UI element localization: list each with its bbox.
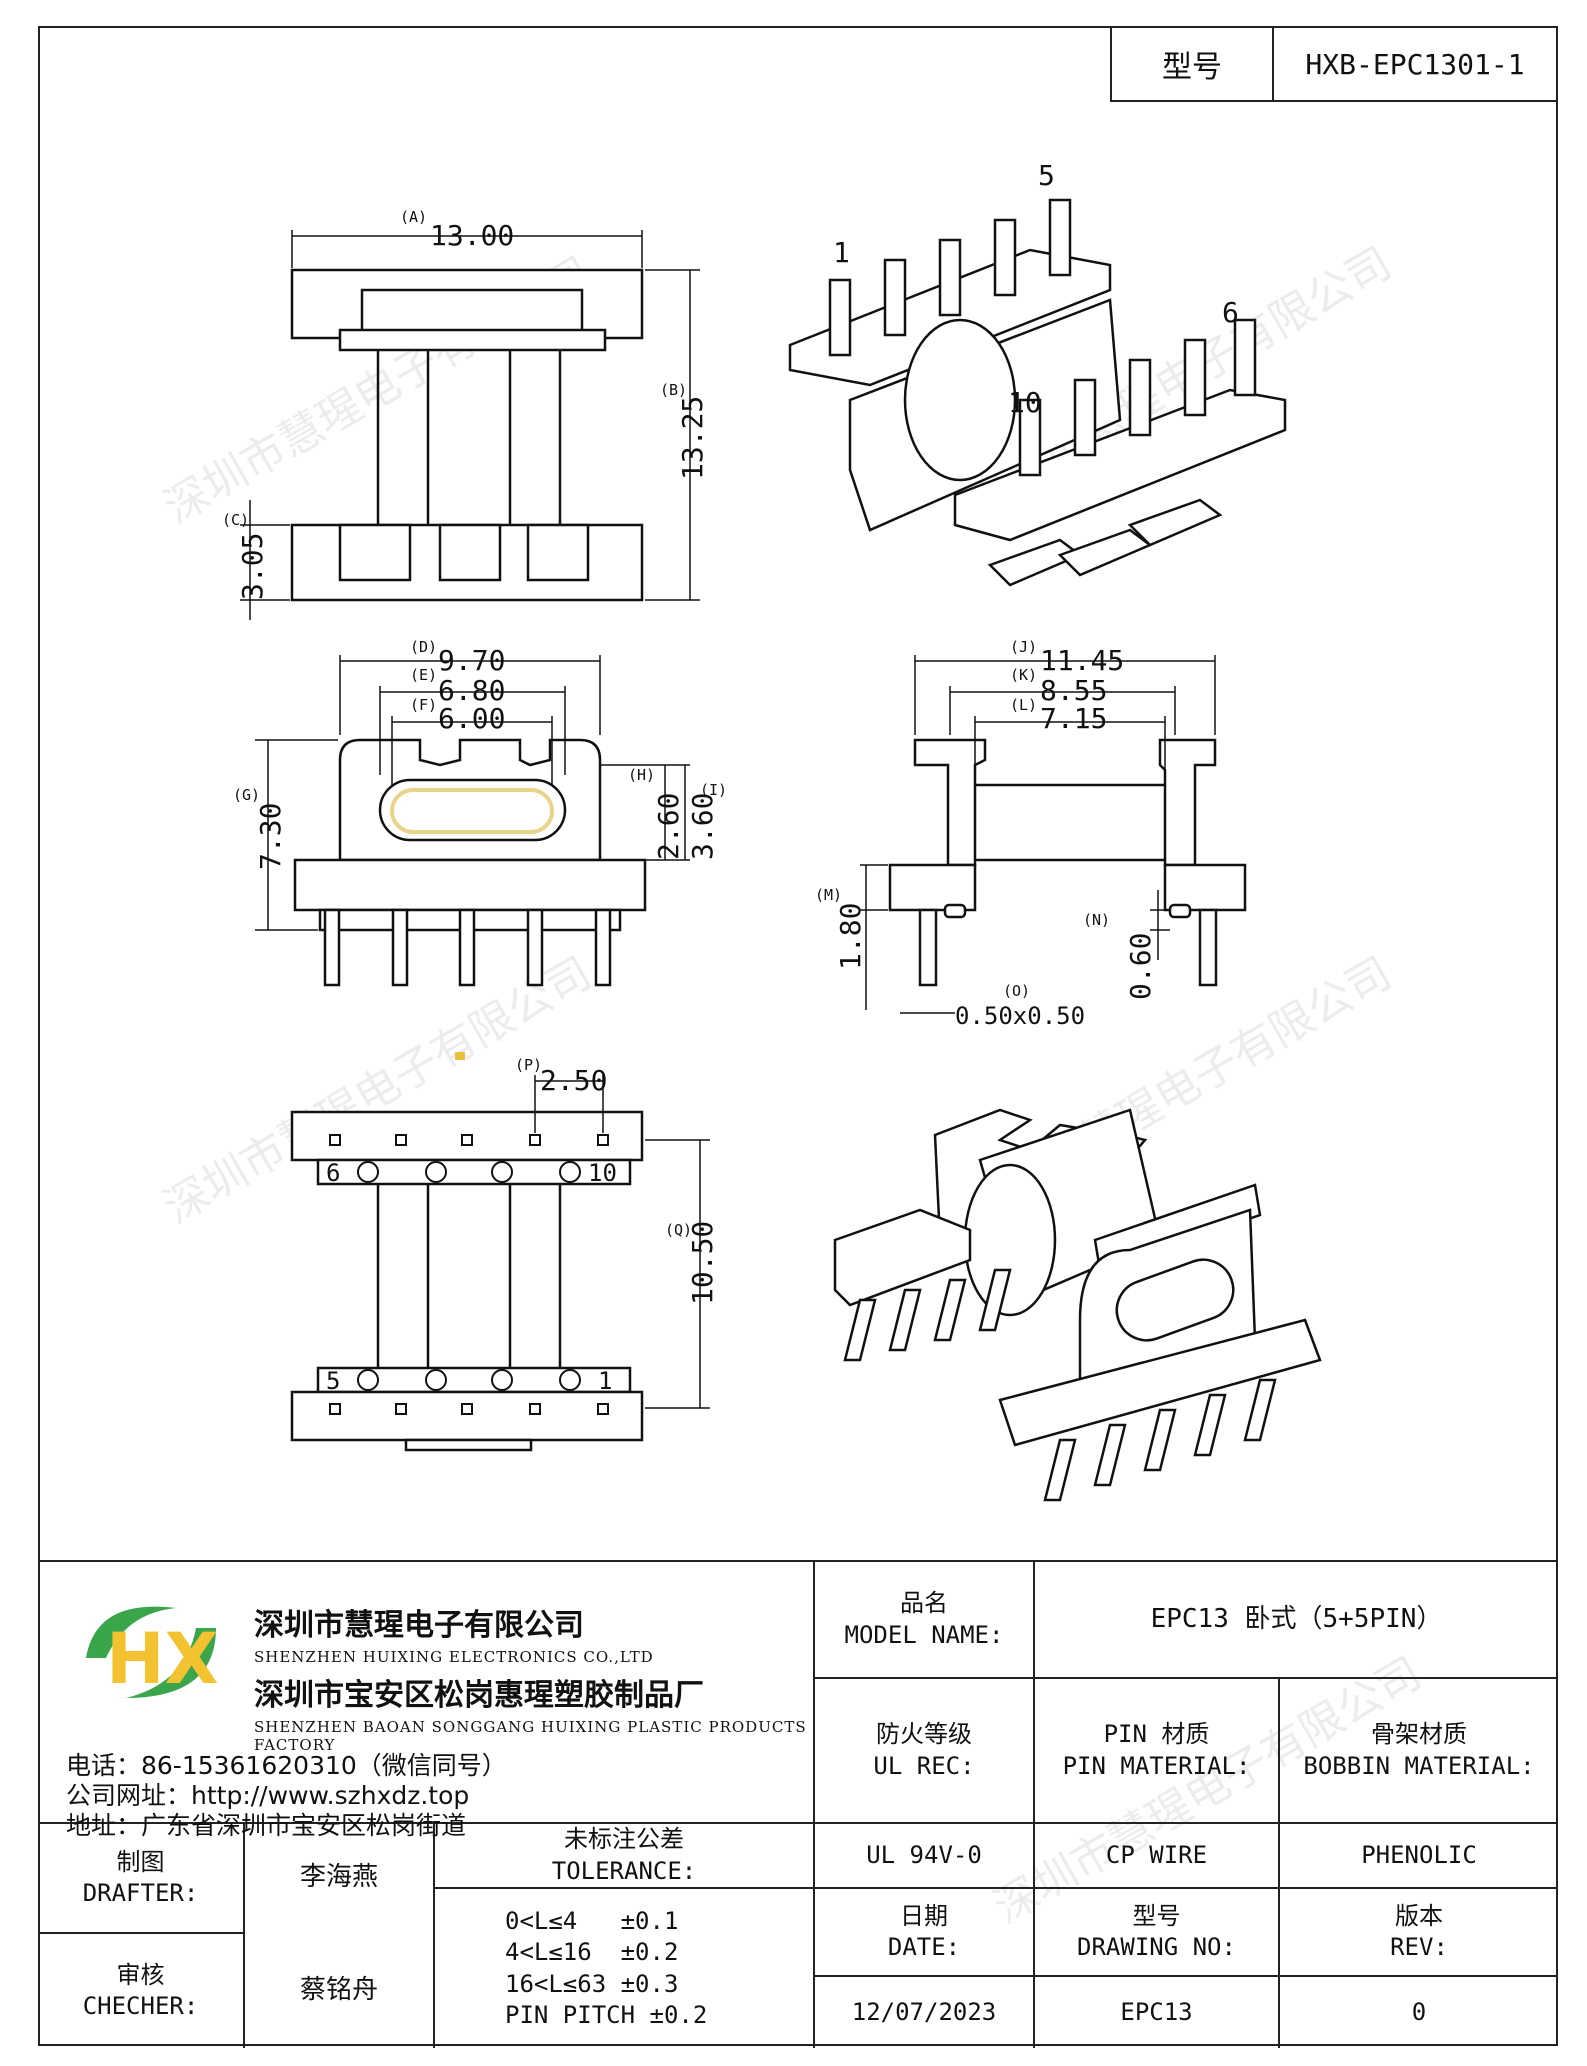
model-number-box: 型号 HXB-EPC1301-1 — [1110, 26, 1558, 102]
company-name-cn: 深圳市慧瑆电子有限公司 — [254, 1608, 584, 1643]
pin-10-label: 10 — [1008, 386, 1042, 419]
bottom-pin-5-label: 5 — [326, 1367, 340, 1395]
dim-d-value: 9.70 — [438, 644, 505, 677]
dim-o-value: 0.50x0.50 — [955, 1002, 1085, 1030]
technical-drawing: (A) 13.00 (B) 13.25 (C) 3.05 1 5 6 10 — [222, 159, 1322, 1502]
drawing-no-value: EPC13 — [1120, 1997, 1193, 2026]
dim-c-label: (C) — [222, 511, 249, 529]
dim-i-label: (I) — [700, 781, 727, 799]
dim-d-label: (D) — [410, 638, 437, 656]
dim-p-label: (P) — [515, 1056, 542, 1074]
front-view — [240, 230, 700, 620]
dim-k-label: (K) — [1010, 666, 1037, 684]
dim-e-value: 6.80 — [438, 674, 505, 707]
checker-name: 蔡铭舟 — [299, 1975, 378, 2006]
dim-j-value: 11.45 — [1040, 644, 1124, 677]
side-view — [293, 738, 647, 987]
bottom-pin-10-label: 10 — [588, 1159, 617, 1187]
factory-name-cn: 深圳市宝安区松岗惠瑆塑胶制品厂 — [254, 1678, 704, 1713]
date-value: 12/07/2023 — [851, 1997, 997, 2026]
dim-g-value: 7.30 — [254, 803, 287, 870]
dim-n-label: (N) — [1083, 911, 1110, 929]
dim-q-value: 10.50 — [686, 1221, 719, 1305]
company-name-en: SHENZHEN HUIXING ELECTRONICS CO.,LTD — [254, 1648, 654, 1666]
company-phone: 电话：86-15361620310（微信同号） — [66, 1751, 507, 1780]
bottom-pin-6-label: 6 — [326, 1159, 340, 1187]
drafter-name: 李海燕 — [299, 1862, 378, 1893]
marker-dot — [455, 1052, 465, 1060]
drawing-frame — [38, 26, 1558, 2046]
dim-l-label: (L) — [1010, 696, 1037, 714]
rev-value: 0 — [1411, 1997, 1427, 2026]
dim-c-value: 3.05 — [236, 533, 269, 600]
dim-n-value: 0.60 — [1124, 933, 1157, 1000]
dim-j-label: (J) — [1010, 638, 1037, 656]
bobbin-material-value: PHENOLIC — [1361, 1840, 1477, 1869]
pin-material-value: CP WIRE — [1105, 1840, 1208, 1869]
dim-o-label: (O) — [1003, 982, 1030, 1000]
bottom-pin-1-label: 1 — [598, 1367, 612, 1395]
model-value: HXB-EPC1301-1 — [1305, 47, 1525, 81]
dim-a-value: 13.00 — [430, 219, 514, 252]
dim-e-label: (E) — [410, 666, 437, 684]
pin-5-label: 5 — [1038, 159, 1055, 192]
company-logo: HX — [86, 1606, 219, 1700]
dim-m-label: (M) — [815, 886, 842, 904]
company-address: 地址：广东省深圳市宝安区松岗街道 — [66, 1811, 467, 1840]
dim-b-label: (B) — [660, 381, 687, 399]
dim-f-value: 6.00 — [438, 702, 505, 735]
end-view — [888, 738, 1247, 987]
dim-q-label: (Q) — [665, 1221, 692, 1239]
factory-name-en: SHENZHEN BAOAN SONGGANG HUIXING PLASTIC … — [254, 1718, 807, 1754]
dim-g-label: (G) — [233, 786, 260, 804]
pin-1-label: 1 — [833, 236, 850, 269]
company-info: HX 深圳市慧瑆电子有限公司 SHENZHEN HUIXING ELECTRON… — [54, 1570, 834, 1870]
dim-l-value: 7.15 — [1040, 702, 1107, 735]
tolerance-table: 0<L≤4 ±0.1 4<L≤16 ±0.2 16<L≤63 ±0.3 PIN … — [505, 1907, 708, 2029]
model-label: 型号 — [1112, 28, 1274, 100]
isometric-view-top — [788, 198, 1287, 587]
logo-letters: HX — [106, 1618, 219, 1700]
dim-h-value: 2.60 — [652, 793, 685, 860]
model-name-value: EPC13 卧式（5+5PIN） — [1150, 1603, 1443, 1634]
dim-h-label: (H) — [628, 766, 655, 784]
dim-i-value: 3.60 — [686, 793, 719, 860]
dim-a-label: (A) — [400, 208, 427, 226]
dim-m-value: 1.80 — [834, 903, 867, 970]
dim-f-label: (F) — [410, 696, 437, 714]
dim-p-value: 2.50 — [540, 1064, 607, 1097]
pin-6-label: 6 — [1222, 296, 1239, 329]
bottom-view — [290, 1110, 644, 1452]
title-block: HX 深圳市慧瑆电子有限公司 SHENZHEN HUIXING ELECTRON… — [38, 1560, 1558, 2048]
isometric-view-bottom — [833, 1108, 1322, 1502]
dim-b-value: 13.25 — [676, 396, 709, 480]
dim-k-value: 8.55 — [1040, 674, 1107, 707]
ul-rec-value: UL 94V-0 — [866, 1840, 982, 1869]
company-website: 公司网址：http://www.szhxdz.top — [66, 1781, 470, 1810]
